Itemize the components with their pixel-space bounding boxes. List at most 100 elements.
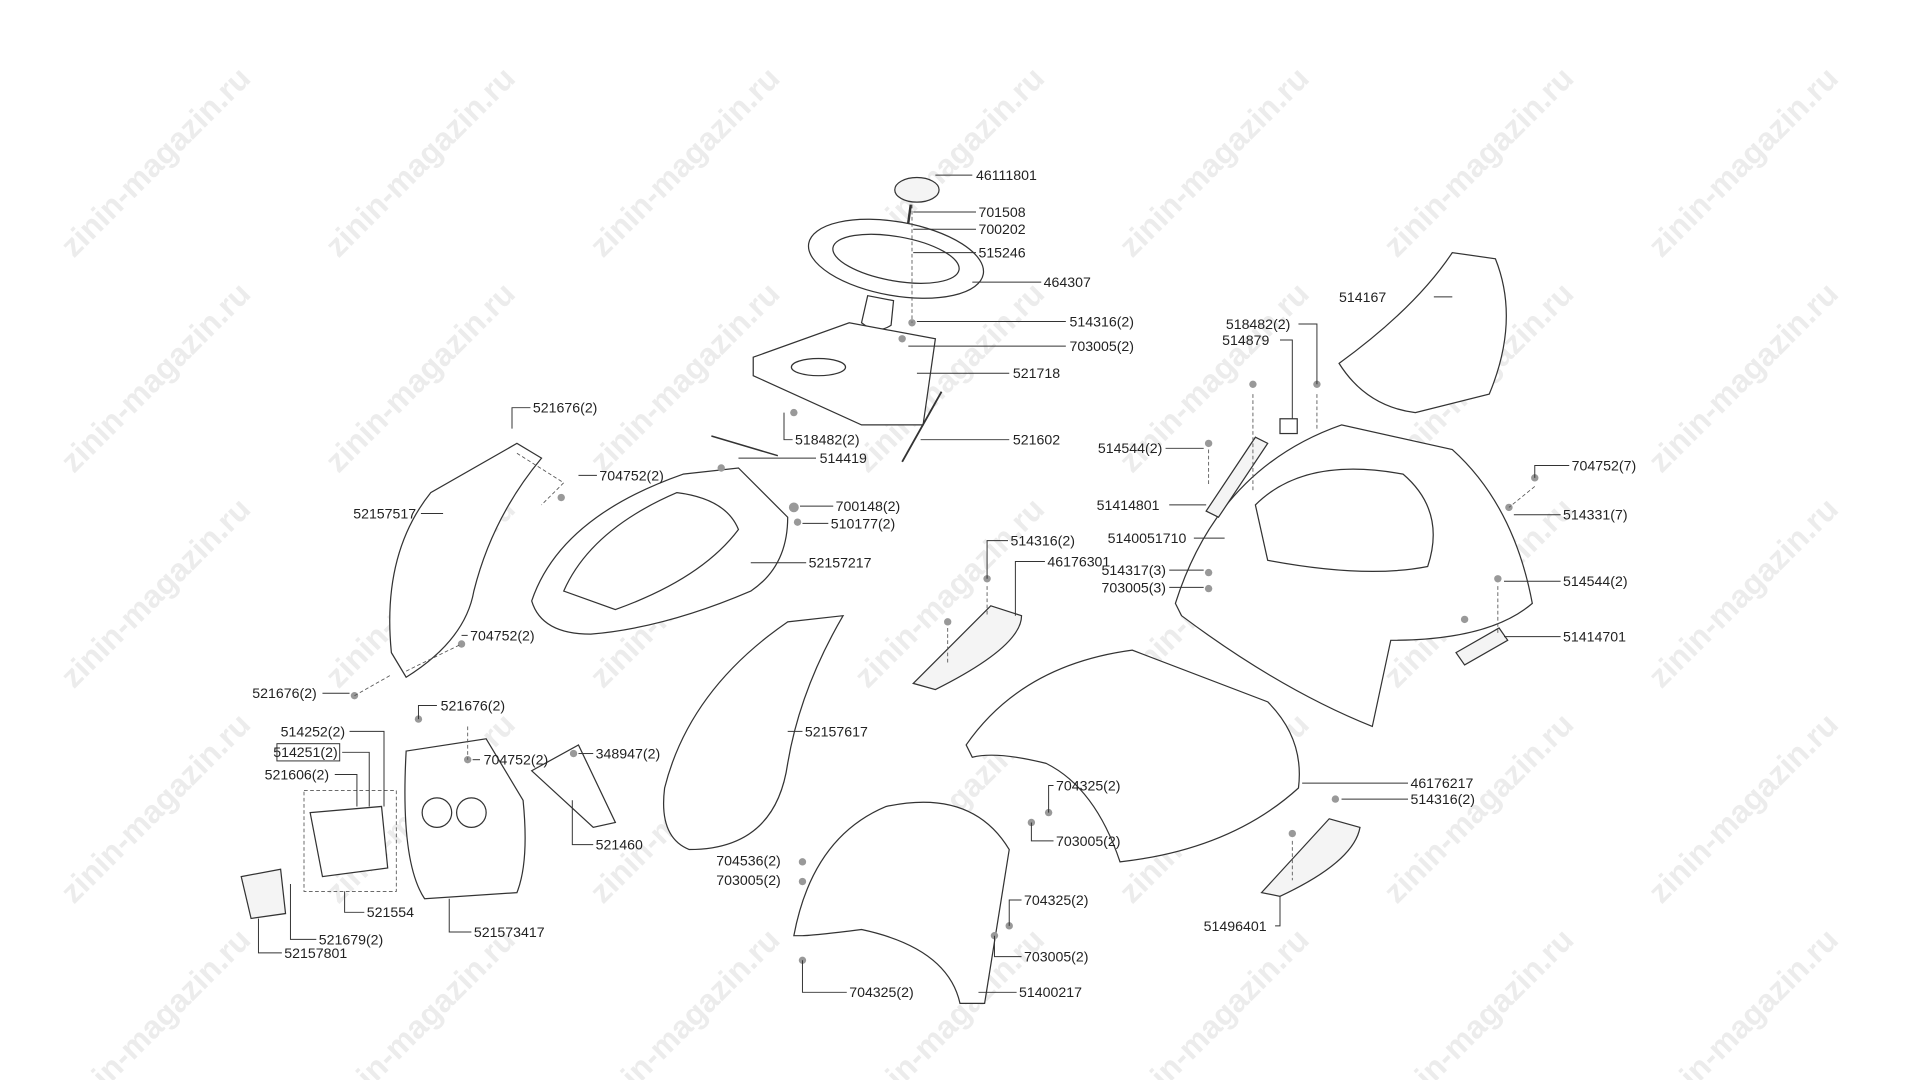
- part-label: 703005(2): [1070, 338, 1134, 354]
- part-label: 51414701: [1563, 629, 1626, 645]
- part-label: 704325(2): [1056, 777, 1120, 793]
- part-label: 703005(2): [1024, 949, 1088, 965]
- part-label: 521602: [1013, 432, 1060, 448]
- part-label: 521676(2): [252, 685, 316, 701]
- trim-51414801: [1205, 436, 1269, 519]
- part-label: 704325(2): [1024, 892, 1088, 908]
- part-label: 514331(7): [1563, 507, 1627, 523]
- watermark-text: zinin-magazin.ru: [318, 275, 522, 479]
- part-label: 514167: [1339, 289, 1386, 305]
- part-label: 51414801: [1097, 497, 1160, 513]
- plate-51414701: [1455, 627, 1509, 666]
- part-label: 51496401: [1204, 918, 1267, 934]
- part-label: 514879: [1222, 332, 1269, 348]
- part-label: 514317(3): [1102, 562, 1166, 578]
- part-label: 514419: [820, 450, 867, 466]
- part-label: 510177(2): [831, 515, 895, 531]
- part-label: 704325(2): [849, 984, 913, 1000]
- part-label: 704752(7): [1572, 457, 1636, 473]
- side-panel-right: [663, 614, 845, 851]
- part-label: 5140051710: [1108, 530, 1187, 546]
- leader-lines: [257, 174, 1570, 993]
- front-pan-51400217: [793, 801, 1010, 1004]
- steering-column: [860, 294, 895, 331]
- part-label: 518482(2): [1226, 316, 1290, 332]
- part-label: 704752(2): [470, 627, 534, 643]
- part-label: 46176217: [1410, 775, 1473, 791]
- part-label: 514316(2): [1010, 533, 1074, 549]
- part-label: 521676(2): [441, 697, 505, 713]
- watermark-text: zinin-magazin.ru: [1112, 60, 1316, 264]
- steering-wheel-assembly: [711, 176, 985, 463]
- part-label: 521460: [596, 837, 643, 853]
- headlight-group-outline: [303, 790, 397, 892]
- part-label: 348947(2): [596, 745, 660, 761]
- steering-cap: [894, 176, 940, 203]
- watermark-text: zinin-magazin.ru: [53, 921, 257, 1080]
- watermark-text: zinin-magazin.ru: [1112, 921, 1316, 1080]
- rod-514419: [711, 435, 779, 457]
- part-label: 518482(2): [795, 432, 859, 448]
- watermark-text: zinin-magazin.ru: [1641, 60, 1845, 264]
- part-label: 703005(2): [716, 872, 780, 888]
- part-label: 515246: [978, 245, 1025, 261]
- watermark-text: zinin-magazin.ru: [1376, 60, 1580, 264]
- part-label: 704752(2): [599, 467, 663, 483]
- part-label: 514251(2): [273, 744, 337, 760]
- part-label: 521606(2): [265, 766, 329, 782]
- seat: [1338, 251, 1507, 414]
- watermark-text: zinin-magazin.ru: [1376, 921, 1580, 1080]
- part-labels: 46111801 701508 700202 515246 464307 514…: [252, 167, 1636, 1000]
- part-label: 46111801: [976, 167, 1037, 183]
- dashboard-cover: [752, 322, 937, 426]
- choke-cable: [901, 391, 943, 463]
- part-label: 521718: [1013, 365, 1060, 381]
- part-label: 514316(2): [1070, 313, 1134, 329]
- part-label: 514252(2): [281, 723, 345, 739]
- watermark-text: zinin-magazin.ru: [1641, 921, 1845, 1080]
- part-label: 51400217: [1019, 984, 1082, 1000]
- highlight-box: [276, 743, 341, 762]
- side-panel-left: [389, 442, 543, 679]
- watermark-text: zinin-magazin.ru: [1376, 706, 1580, 910]
- front-bumper: [240, 868, 287, 920]
- part-label: 521676(2): [533, 400, 597, 416]
- part-label: 521554: [367, 904, 414, 920]
- part-label: 46176301: [1047, 553, 1110, 569]
- footboard-frame: [965, 649, 1300, 863]
- switch-514879: [1279, 418, 1298, 435]
- part-label: 521573417: [474, 924, 545, 940]
- watermark-text: zinin-magazin.ru: [53, 491, 257, 695]
- body-assembly: [793, 251, 1533, 1004]
- part-label: 521679(2): [319, 931, 383, 947]
- part-label: 514544(2): [1563, 573, 1627, 589]
- part-label: 704752(2): [484, 752, 548, 768]
- part-label: 703005(2): [1056, 833, 1120, 849]
- watermark-text: zinin-magazin.ru: [1641, 275, 1845, 479]
- part-label: 52157617: [805, 723, 868, 739]
- watermark-text: zinin-magazin.ru: [1641, 491, 1845, 695]
- part-label: 703005(3): [1102, 579, 1166, 595]
- watermark-text: zinin-magazin.ru: [318, 60, 522, 264]
- part-label: 704536(2): [716, 853, 780, 869]
- part-label: 52157517: [353, 505, 416, 521]
- part-label: 701508: [978, 204, 1025, 220]
- watermark-text: zinin-magazin.ru: [583, 921, 787, 1080]
- part-label: 514544(2): [1098, 440, 1162, 456]
- foot-mat-51496401: [1260, 818, 1361, 897]
- hood-assembly: [240, 442, 845, 920]
- part-label: 52157217: [809, 555, 872, 571]
- part-label: 52157801: [284, 945, 347, 961]
- part-label: 464307: [1044, 274, 1091, 290]
- part-label: 700202: [978, 221, 1025, 237]
- part-label: 514316(2): [1410, 791, 1474, 807]
- foot-mat-46176301: [912, 605, 1023, 691]
- watermark-text: zinin-magazin.ru: [53, 706, 257, 910]
- part-label: 700148(2): [836, 498, 900, 514]
- watermark-text: zinin-magazin.ru: [53, 275, 257, 479]
- fasteners: [350, 319, 1539, 964]
- seat-opening: [1254, 468, 1434, 572]
- watermark-text: zinin-magazin.ru: [583, 60, 787, 264]
- watermark-text: zinin-magazin.ru: [1641, 706, 1845, 910]
